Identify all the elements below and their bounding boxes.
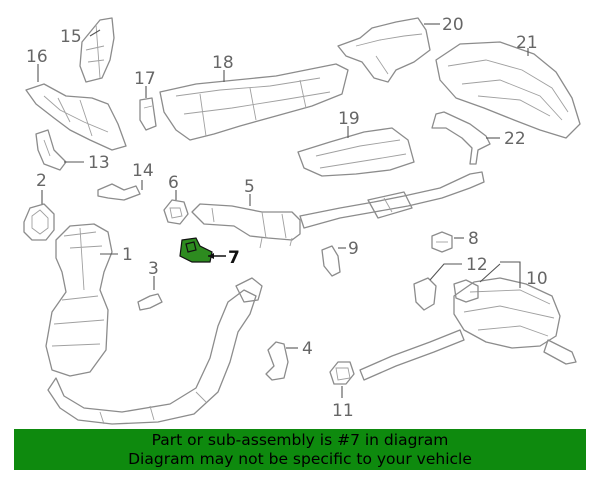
leader-15 bbox=[89, 29, 101, 37]
part-6-gasket bbox=[163, 199, 189, 225]
part-19-heat-shield bbox=[297, 127, 415, 177]
part-22-hanger-strap bbox=[431, 111, 491, 165]
callout-19: 19 bbox=[338, 109, 360, 129]
part-8-isolator bbox=[431, 231, 453, 253]
callout-22: 22 bbox=[504, 129, 526, 149]
banner-line-part: Part or sub-assembly is #7 in diagram bbox=[151, 431, 449, 449]
callout-20: 20 bbox=[442, 15, 464, 35]
callout-4: 4 bbox=[302, 339, 313, 359]
callout-1: 1 bbox=[122, 245, 133, 265]
callout-8: 8 bbox=[468, 229, 479, 249]
part-3-bracket bbox=[137, 293, 163, 311]
leader-10 bbox=[500, 261, 521, 288]
part-4-bracket bbox=[265, 341, 289, 381]
callout-7: 7 bbox=[228, 248, 240, 268]
callout-2: 2 bbox=[36, 171, 47, 191]
part-17-plate bbox=[139, 97, 157, 131]
part-1-catalytic-converter bbox=[45, 223, 113, 377]
callout-10: 10 bbox=[526, 269, 548, 289]
callout-5: 5 bbox=[244, 177, 255, 197]
leader-12 bbox=[429, 263, 501, 283]
part-21-muffler-shield bbox=[435, 41, 581, 139]
callout-12: 12 bbox=[466, 255, 488, 275]
part-20-heat-shield bbox=[337, 17, 431, 83]
part-13-bracket bbox=[35, 129, 67, 171]
callout-17: 17 bbox=[134, 69, 156, 89]
callout-9: 9 bbox=[348, 239, 359, 259]
part-16-manifold-shield bbox=[25, 83, 127, 151]
part-7-bracket-highlighted bbox=[179, 237, 213, 263]
part-2-gasket bbox=[23, 203, 55, 241]
exhaust-parts-diagram: 15 16 17 18 20 21 19 22 13 14 2 6 5 7 1 … bbox=[23, 15, 581, 425]
leader-7-arrowhead bbox=[208, 253, 214, 259]
part-9-sensor bbox=[321, 245, 341, 277]
callout-21: 21 bbox=[516, 33, 538, 53]
part-5-front-pipe bbox=[191, 171, 485, 249]
callout-3: 3 bbox=[148, 259, 159, 279]
callout-16: 16 bbox=[26, 47, 48, 67]
front-pipe bbox=[47, 277, 263, 425]
callout-15: 15 bbox=[60, 27, 82, 47]
callout-11: 11 bbox=[332, 401, 354, 421]
callout-18: 18 bbox=[212, 53, 234, 73]
callout-14: 14 bbox=[132, 161, 154, 181]
callout-6: 6 bbox=[168, 173, 179, 193]
part-18-tunnel-shield bbox=[159, 63, 349, 141]
part-12-actuators bbox=[413, 277, 479, 311]
banner-line-disclaimer: Diagram may not be specific to your vehi… bbox=[128, 450, 472, 468]
part-14-bracket bbox=[97, 183, 141, 201]
disclaimer-banner: Part or sub-assembly is #7 in diagram Di… bbox=[14, 429, 586, 470]
callout-13: 13 bbox=[88, 153, 110, 173]
part-11-clamp bbox=[329, 361, 355, 385]
part-10-muffler bbox=[359, 277, 577, 381]
part-15-heat-shield bbox=[79, 17, 115, 83]
